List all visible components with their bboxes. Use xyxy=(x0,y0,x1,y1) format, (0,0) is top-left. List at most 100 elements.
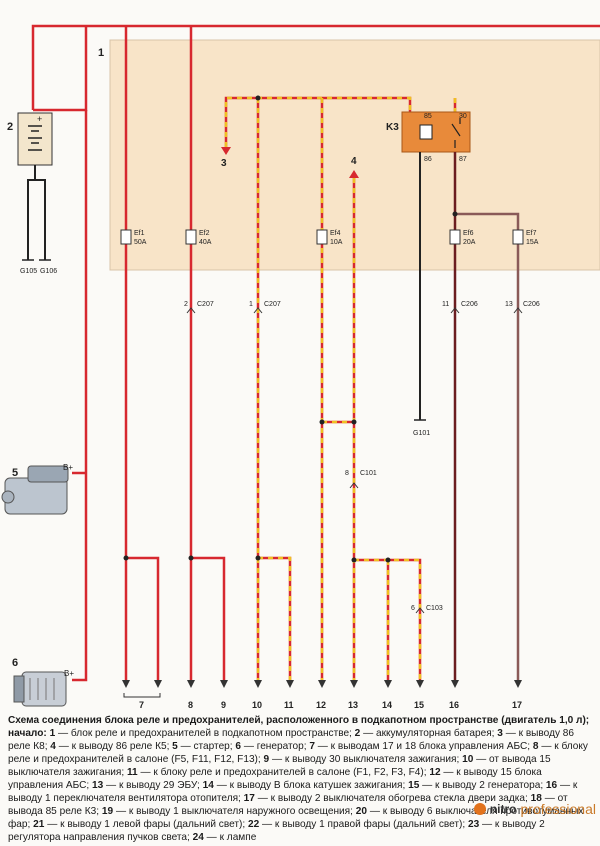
caption-item: 21 — к выводу 1 левой фары (дальний свет… xyxy=(30,819,245,830)
caption-item-text: — к лампе xyxy=(203,832,257,843)
svg-text:20A: 20A xyxy=(463,239,476,246)
caption-items: 1 — блок реле и предохранителей в подкап… xyxy=(8,728,588,843)
bottom-number-16: 16 xyxy=(449,700,459,710)
svg-text:15A: 15A xyxy=(526,239,539,246)
caption-item-number: 3 xyxy=(494,728,503,739)
starter-icon xyxy=(1,465,69,515)
bottom-number-11: 11 xyxy=(284,700,294,710)
connector-c103: 6 C103 xyxy=(411,605,443,614)
caption-item: 13 — к выводу 29 ЭБУ; xyxy=(89,780,200,791)
caption-item: 23 — к выводу 2 регулятора направления п… xyxy=(8,819,545,843)
caption-item-text: — к выводу 86 реле К8; xyxy=(8,728,575,752)
svg-text:8: 8 xyxy=(345,470,349,477)
caption-item: 19 — к выводу 1 выключателя наружного ос… xyxy=(99,806,353,817)
fuse-ef1: Ef1 50A xyxy=(120,229,147,246)
svg-text:C101: C101 xyxy=(360,470,377,477)
svg-text:C206: C206 xyxy=(523,301,540,308)
svg-text:Ef1: Ef1 xyxy=(134,230,145,237)
caption-item: 1 — блок реле и предохранителей в подкап… xyxy=(50,728,352,739)
relay-pin-85: 85 xyxy=(424,113,432,120)
relay-pin-86: 86 xyxy=(424,156,432,163)
svg-text:6: 6 xyxy=(411,605,415,612)
battery-label: 2 xyxy=(7,121,13,133)
svg-text:1: 1 xyxy=(249,301,253,308)
caption-item-text: — от вывода 85 реле К3; xyxy=(8,793,568,817)
bottom-number-14: 14 xyxy=(382,700,392,710)
bottom-arrows xyxy=(122,680,522,688)
caption-item: 15 — к выводу 2 генератора; xyxy=(405,780,543,791)
block-label: 1 xyxy=(98,47,104,59)
connector-c206-17: 13 C206 xyxy=(505,301,540,314)
battery-ground-wire xyxy=(27,165,46,260)
svg-text:11: 11 xyxy=(442,301,449,308)
relay-pin-87: 87 xyxy=(459,156,467,163)
svg-text:Ef2: Ef2 xyxy=(199,230,210,237)
caption-item-number: 16 xyxy=(543,780,558,791)
caption-item-text: — к выводу 86 реле К5; xyxy=(55,741,170,752)
caption-item-text: — к выводу 2 регулятора направления пучк… xyxy=(8,819,545,843)
caption-item-text: — к выводу 1 выключателя наружного освещ… xyxy=(113,806,353,817)
caption-item: 14 — к выводу В блока катушек зажигания; xyxy=(200,780,406,791)
bottom-number-10: 10 xyxy=(252,700,262,710)
relay-coil-icon xyxy=(419,124,433,140)
caption-item-number: 24 xyxy=(189,832,204,843)
ground-label-g106: G106 xyxy=(40,268,57,275)
nitro-logo-icon xyxy=(473,803,486,815)
caption-title: Схема соединения блока реле и предохрани… xyxy=(8,715,590,739)
battery xyxy=(17,112,53,166)
wire-7-branch xyxy=(126,556,160,682)
caption-item: 5 — стартер; xyxy=(169,741,232,752)
caption-item: 2 — аккумуляторная батарея; xyxy=(352,728,495,739)
caption-item-text: — к блоку реле и предохранителей в салон… xyxy=(137,767,427,778)
bottom-number-17: 17 xyxy=(512,700,522,710)
bottom-number-8: 8 xyxy=(188,700,193,710)
starter-terminal: B+ xyxy=(63,463,73,472)
caption-item-text: — аккумуляторная батарея; xyxy=(360,728,495,739)
caption-item-text: — блок реле и предохранителей в подкапот… xyxy=(55,728,352,739)
battery-plus: + xyxy=(37,114,42,124)
generator-terminal: B+ xyxy=(64,669,74,678)
caption-item-number: 2 xyxy=(351,728,361,739)
arrow-4-icon xyxy=(349,170,359,178)
connector-c207-10: 1 C207 xyxy=(249,301,281,314)
brand-suffix: professional xyxy=(520,801,597,817)
caption-item-number: 1 xyxy=(49,728,56,739)
caption-item: 24 — к лампе xyxy=(190,832,257,843)
caption-item: 10 — от вывода 15 выключателя зажигания; xyxy=(8,754,551,778)
svg-text:50A: 50A xyxy=(134,239,147,246)
wiring-diagram: 1 2 + G105 G106 5 B+ 6 B+ xyxy=(1,24,600,710)
caption-item-text: — к выводу 30 выключателя зажигания; xyxy=(269,754,460,765)
fuse-ef2: Ef2 40A xyxy=(185,229,212,246)
caption-item-text: — от вывода 15 выключателя зажигания; xyxy=(8,754,551,778)
caption-item-number: 17 xyxy=(240,793,255,804)
caption-item-text: — стартер; xyxy=(177,741,233,752)
arrow-3-label: 3 xyxy=(221,158,227,169)
caption-item: 8 — к блоку реле и предохранителей в сал… xyxy=(8,741,588,765)
caption-item-number: 10 xyxy=(459,754,474,765)
caption-item-number: 11 xyxy=(124,767,138,778)
caption-item-number: 9 xyxy=(260,754,270,765)
caption-item: 16 — к выводу 1 переключателя вентилятор… xyxy=(8,780,577,804)
relay-k3 xyxy=(401,111,471,153)
wire-ef7 xyxy=(455,212,520,682)
arrow-4-label: 4 xyxy=(351,156,357,167)
caption-item-text: — к выводу 15 блока управления АБС; xyxy=(8,767,542,791)
connector-c206-16: 11 C206 xyxy=(442,301,478,314)
caption-item: 3 — к выводу 86 реле К8; xyxy=(8,728,574,752)
arrow-3-icon xyxy=(221,147,231,155)
fuse-ef6: Ef6 20A xyxy=(449,229,476,246)
svg-text:Ef7: Ef7 xyxy=(526,230,537,237)
caption-item-number: 15 xyxy=(405,780,420,791)
caption-item-number: 6 xyxy=(232,741,242,752)
relay-label: K3 xyxy=(386,122,399,133)
svg-text:2: 2 xyxy=(184,301,188,308)
bottom-number-13: 13 xyxy=(348,700,358,710)
starter-label: 5 xyxy=(12,467,18,479)
caption-item: 22 — к выводу 1 правой фары (дальний све… xyxy=(245,819,465,830)
bottom-number-12: 12 xyxy=(316,700,326,710)
caption-item-text: — к выводу 2 выключателя обогрева стекла… xyxy=(254,793,528,804)
generator-icon xyxy=(13,671,67,707)
caption-item: 18 — от вывода 85 реле К3; xyxy=(8,793,568,817)
brand-name: nitro xyxy=(489,802,517,816)
caption-item: 12 — к выводу 15 блока управления АБС; xyxy=(8,767,542,791)
